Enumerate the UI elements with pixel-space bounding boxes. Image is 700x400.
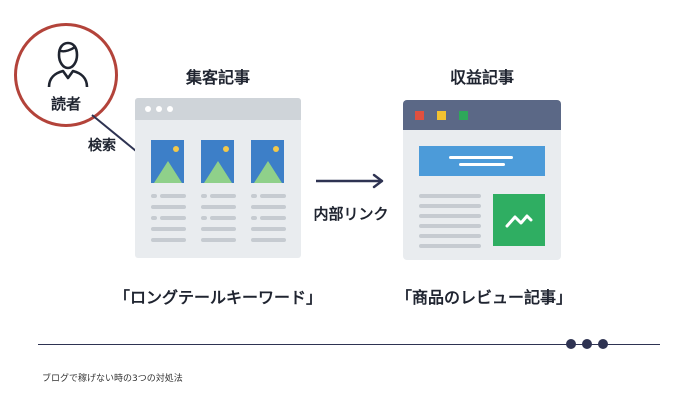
user-icon bbox=[47, 41, 89, 88]
window-titlebar bbox=[135, 98, 301, 120]
footer-divider bbox=[38, 344, 660, 345]
product-card bbox=[493, 194, 545, 246]
target-page-title: 収益記事 bbox=[449, 68, 514, 87]
target-page-window bbox=[403, 100, 561, 260]
search-label: 検索 bbox=[88, 138, 116, 154]
window-dot bbox=[156, 106, 162, 112]
banner-block bbox=[419, 146, 545, 176]
reader-circle: 読者 bbox=[14, 23, 118, 127]
image-icon bbox=[201, 140, 234, 183]
window-dot-red bbox=[415, 111, 424, 120]
internal-link-label: 内部リンク bbox=[313, 205, 389, 223]
target-page-caption: 「商品のレビュー記事」 bbox=[395, 288, 572, 307]
source-page-title: 集客記事 bbox=[185, 68, 250, 87]
window-dot bbox=[145, 106, 151, 112]
reader-label: 読者 bbox=[50, 95, 81, 113]
window-titlebar bbox=[403, 100, 561, 130]
source-page-caption: 「ロングテールキーワード」 bbox=[113, 288, 322, 307]
image-icon bbox=[251, 140, 284, 183]
footer-text: ブログで稼げない時の3つの対処法 bbox=[42, 374, 183, 384]
more-dots-icon bbox=[566, 339, 610, 349]
chart-line-icon bbox=[505, 214, 533, 228]
image-icon bbox=[151, 140, 184, 183]
window-dot bbox=[167, 106, 173, 112]
window-dot-yellow bbox=[437, 111, 446, 120]
window-dot-green bbox=[459, 111, 468, 120]
source-page-window bbox=[135, 98, 301, 258]
arrow-right-icon bbox=[316, 173, 384, 189]
